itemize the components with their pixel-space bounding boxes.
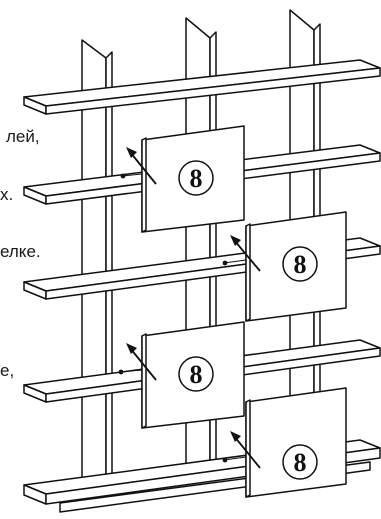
door-3-number: 8 — [190, 360, 203, 389]
hinge-dot-icon — [120, 173, 126, 179]
door-3-number-circle — [178, 356, 214, 392]
door-1: 8 — [120, 125, 245, 233]
text-fragment-1: лей, — [6, 127, 40, 146]
shelf-1-front — [45, 67, 381, 115]
door-1-number: 8 — [190, 164, 203, 193]
arrow-icon — [126, 147, 157, 185]
door-4-number: 8 — [294, 448, 307, 477]
hinge-dot-icon — [118, 369, 124, 375]
door-2: 8 — [222, 211, 347, 322]
door-1-number-circle — [178, 160, 214, 196]
arrow-icon — [230, 235, 261, 272]
door-3: 8 — [118, 321, 245, 429]
door-2-edge — [245, 223, 251, 322]
door-2-number-circle — [282, 246, 318, 282]
hinge-dot-icon — [222, 260, 228, 266]
text-fragment-2: х. — [0, 185, 14, 204]
door-3-hinge-line — [119, 369, 143, 373]
door-4-panel — [245, 387, 347, 498]
arrow-icon — [230, 431, 261, 469]
text-fragment-4: е, — [0, 361, 15, 380]
door-3-edge — [141, 333, 147, 429]
door-1-edge — [141, 137, 147, 233]
door-4-number-circle — [282, 444, 318, 480]
door-4-hinge-line — [223, 456, 247, 461]
door-2-hinge-line — [223, 259, 247, 264]
door-4: 8 — [222, 387, 347, 498]
arrow-icon — [126, 343, 157, 381]
door-2-number: 8 — [294, 250, 307, 279]
door-4-edge — [245, 399, 251, 498]
hinge-dot-icon — [222, 457, 228, 463]
text-fragment-3: елке. — [0, 242, 41, 261]
